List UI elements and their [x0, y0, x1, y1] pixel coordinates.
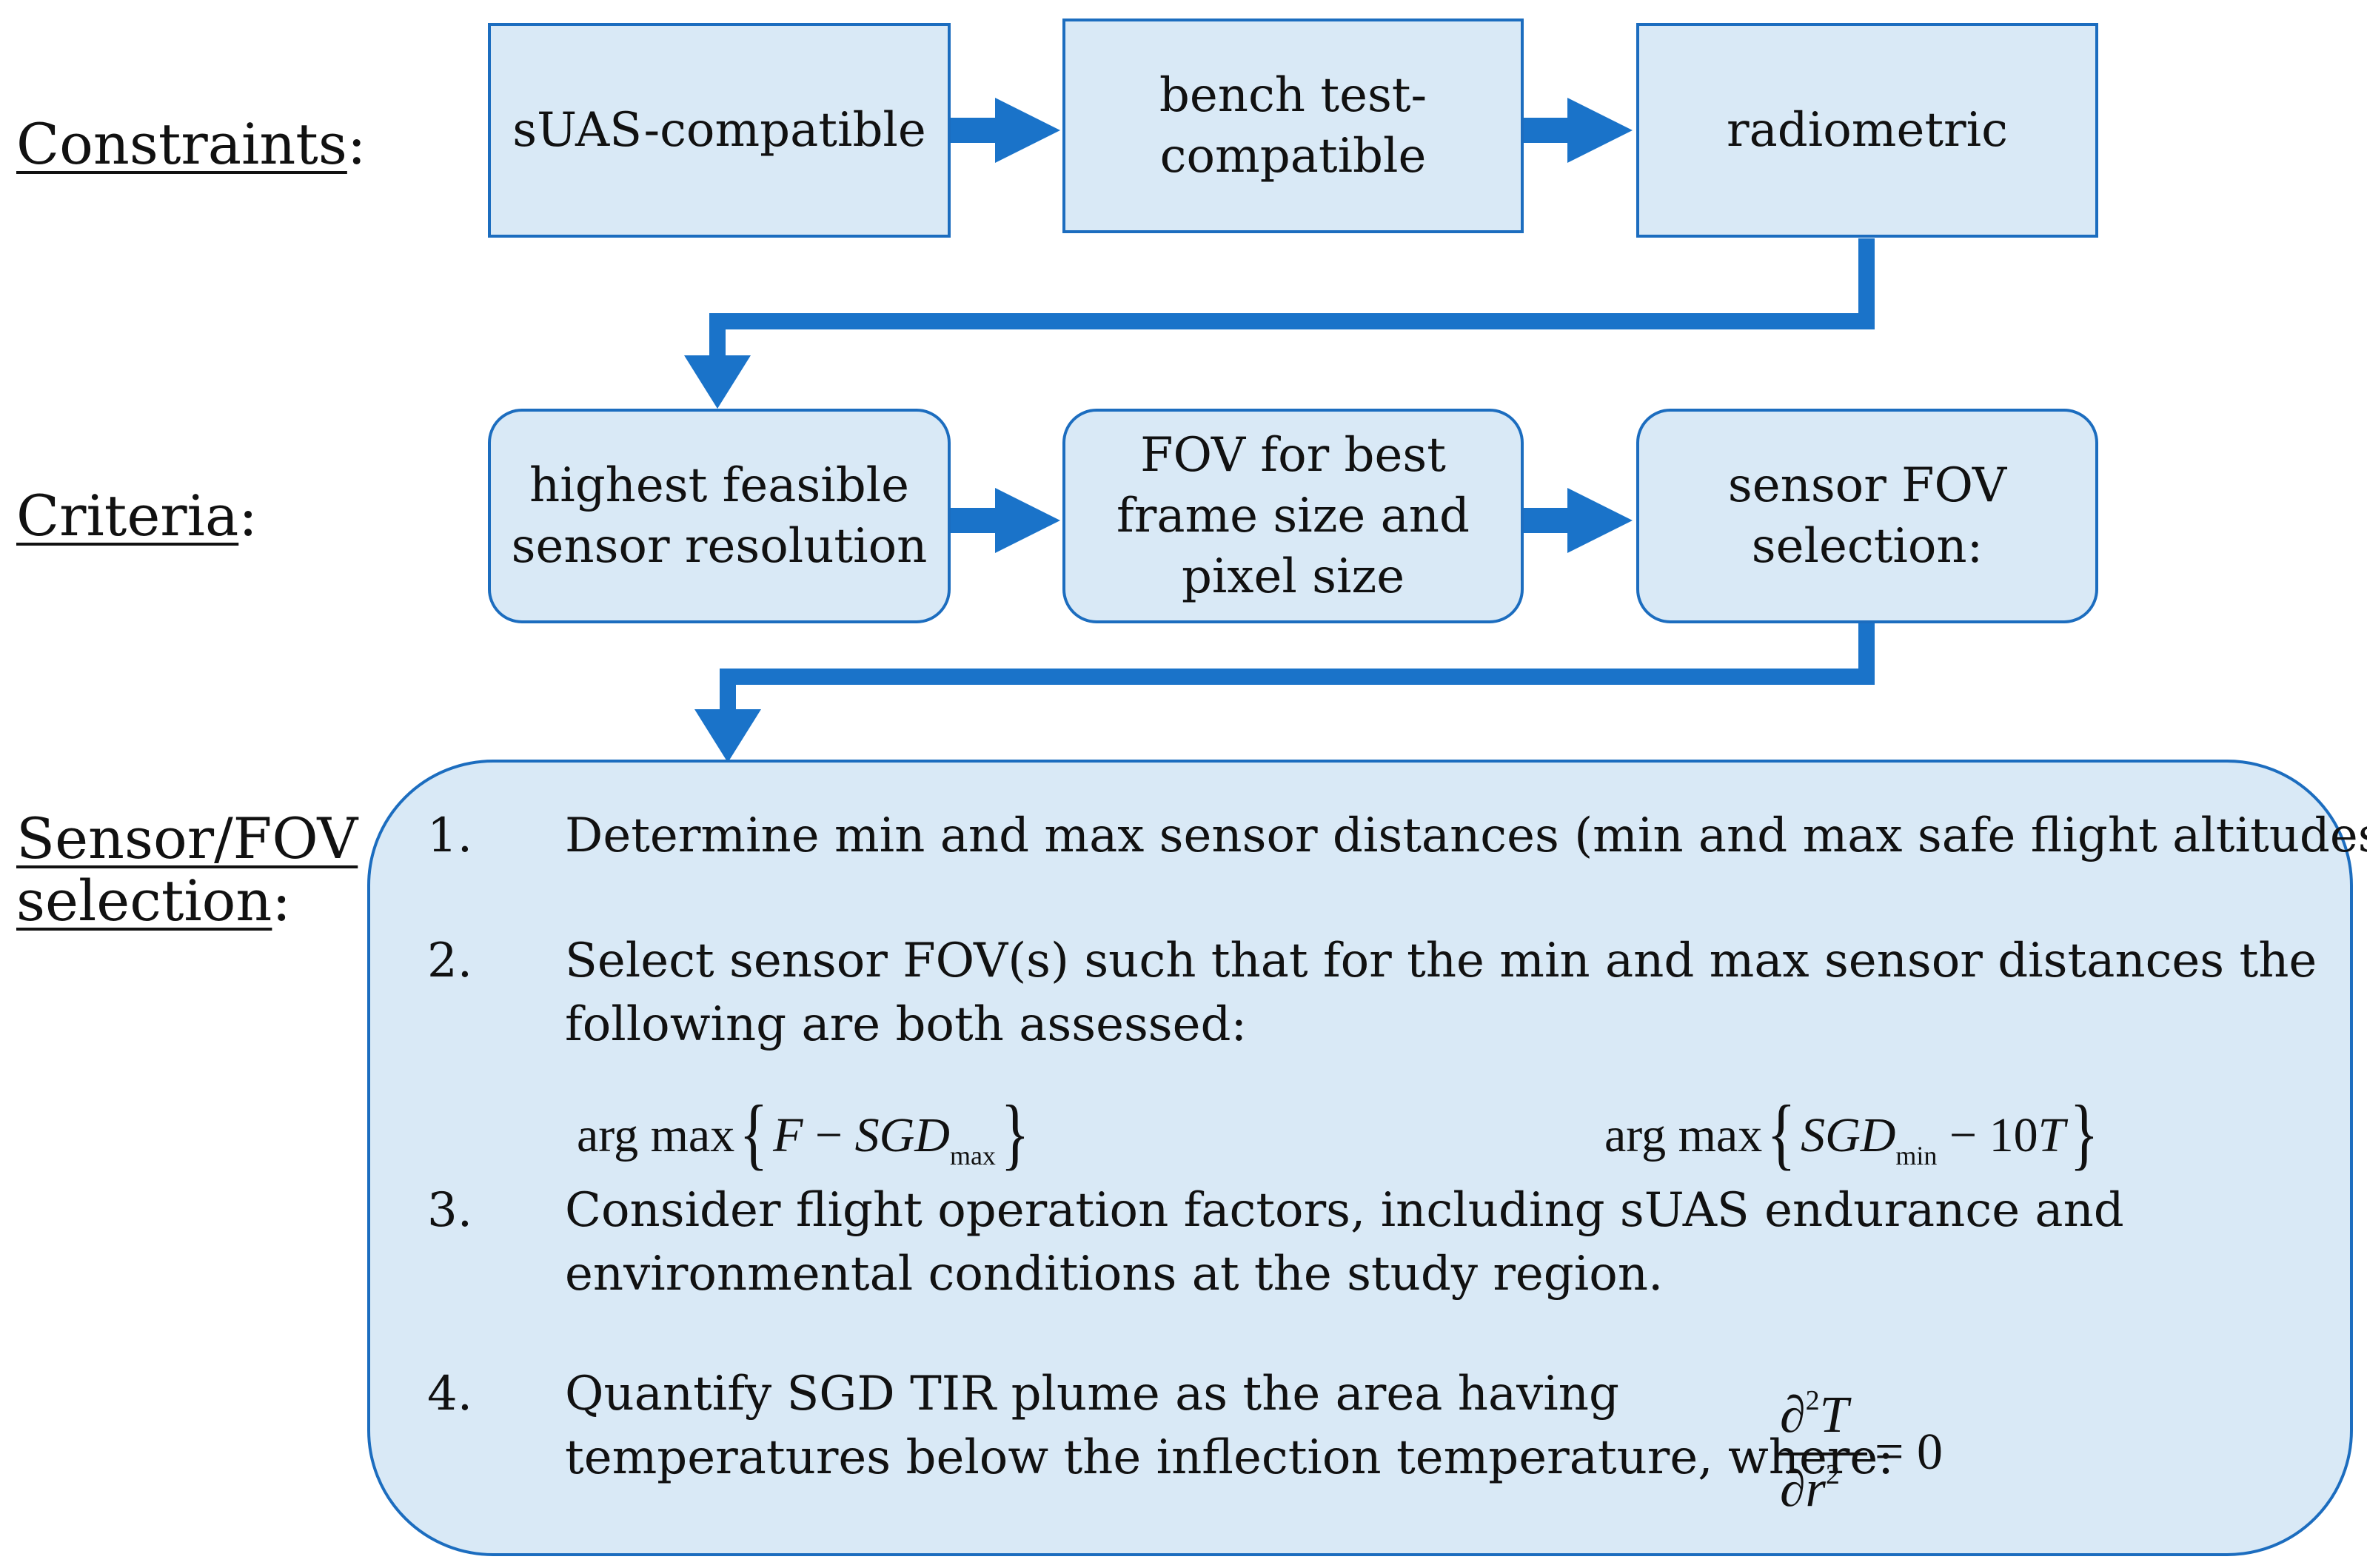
formula-left-open-brace: {	[739, 1090, 769, 1178]
criteria-box-sensor-fov: sensor FOV selection:	[1636, 409, 2098, 623]
step-2-number: 2.	[427, 934, 473, 988]
formula-right-coef: 10	[1989, 1108, 2038, 1162]
arrow-criteria-1-to-2	[951, 488, 1060, 553]
criteria-box-fov: FOV for best frame size and pixel size	[1062, 409, 1524, 623]
formula-denominator-exp: 2	[1825, 1459, 1840, 1490]
constraints-label-text: Constraints	[16, 111, 347, 177]
formula-inflection-denominator: ∂r2	[1780, 1458, 1840, 1519]
connector-constraints-to-criteria	[709, 238, 1875, 358]
step-4-line-1: Quantify SGD TIR plume as the area havin…	[565, 1367, 1619, 1421]
criteria-box-fov-text: FOV for best frame size and pixel size	[1116, 428, 1470, 604]
formula-argmax-right: arg max{SGDmin − 10T}	[1604, 1088, 2103, 1180]
formula-left-op: arg max	[577, 1108, 735, 1162]
arrowhead-to-selection	[694, 709, 761, 763]
step-2-line-1: Select sensor FOV(s) such that for the m…	[565, 934, 2317, 988]
constraint-box-radiometric-text: radiometric	[1727, 103, 2008, 158]
step-1-line-1: Determine min and max sensor distances (…	[565, 808, 2367, 863]
constraint-box-bench-text: bench test- compatible	[1159, 68, 1427, 184]
formula-fraction-bar	[1775, 1453, 1867, 1455]
arrow-constraint-1-to-2	[951, 98, 1060, 163]
arrowhead-to-criteria	[684, 355, 751, 409]
constraints-label: Constraints:	[16, 113, 366, 176]
constraints-label-colon: :	[346, 111, 366, 177]
formula-left-F: F	[773, 1108, 803, 1162]
step-2-line-2: following are both assessed:	[565, 997, 1248, 1052]
formula-right-op: arg max	[1604, 1108, 1763, 1162]
formula-right-T: T	[2038, 1108, 2066, 1162]
criteria-label: Criteria:	[16, 484, 258, 548]
selection-label-colon: :	[272, 868, 291, 934]
formula-left-SGD: SGD	[854, 1108, 950, 1162]
constraint-box-suas-text: sUAS-compatible	[512, 103, 926, 158]
constraint-box-suas: sUAS-compatible	[488, 23, 951, 238]
formula-right-sub: min	[1895, 1141, 1938, 1170]
criteria-label-colon: :	[238, 483, 258, 549]
formula-numerator-exp: 2	[1805, 1385, 1820, 1416]
formula-right-open-brace: {	[1767, 1090, 1796, 1178]
formula-left-close-brace: }	[1000, 1090, 1030, 1178]
step-3-line-2: environmental conditions at the study re…	[565, 1247, 1664, 1301]
formula-numerator-var: T	[1819, 1387, 1849, 1444]
arrow-constraint-2-to-3	[1523, 98, 1633, 163]
formula-right-SGD: SGD	[1801, 1108, 1896, 1162]
criteria-box-sensor-fov-text: sensor FOV selection:	[1727, 458, 2007, 574]
criteria-box-resolution: highest feasible sensor resolution	[488, 409, 951, 623]
criteria-label-text: Criteria	[16, 483, 239, 549]
formula-inflection-numerator: ∂2T	[1780, 1384, 1849, 1445]
formula-argmax-left: arg max{F − SGDmax}	[577, 1088, 1034, 1180]
formula-inflection-equals: = 0	[1875, 1424, 1943, 1481]
formula-right-minus: −	[1949, 1108, 1978, 1162]
selection-steps-box: 1. Determine min and max sensor distance…	[367, 760, 2367, 1556]
formula-left-minus: −	[814, 1108, 843, 1162]
step-3-line-1: Consider flight operation factors, inclu…	[565, 1183, 2124, 1238]
selection-label: Sensor/FOV selection:	[16, 807, 358, 933]
selection-label-line2: selection	[16, 868, 272, 934]
constraint-box-radiometric: radiometric	[1636, 23, 2098, 238]
formula-denominator-var: r	[1805, 1461, 1826, 1518]
formula-denominator-partial: ∂	[1780, 1461, 1806, 1518]
criteria-box-resolution-text: highest feasible sensor resolution	[511, 458, 928, 574]
arrow-criteria-2-to-3	[1523, 488, 1633, 553]
formula-left-sub: max	[949, 1141, 996, 1170]
step-3-number: 3.	[427, 1183, 473, 1238]
formula-inflection: ∂2T ∂r2 = 0	[1770, 1384, 1962, 1532]
connector-criteria-to-selection	[720, 623, 1875, 712]
step-1-number: 1.	[427, 808, 473, 863]
step-4-line-2: temperatures below the inflection temper…	[565, 1430, 1894, 1485]
formula-numerator-partial: ∂	[1780, 1387, 1806, 1444]
step-4-number: 4.	[427, 1367, 473, 1421]
selection-label-line1: Sensor/FOV	[16, 805, 358, 871]
constraint-box-bench: bench test- compatible	[1062, 19, 1524, 233]
formula-right-close-brace: }	[2069, 1090, 2099, 1178]
